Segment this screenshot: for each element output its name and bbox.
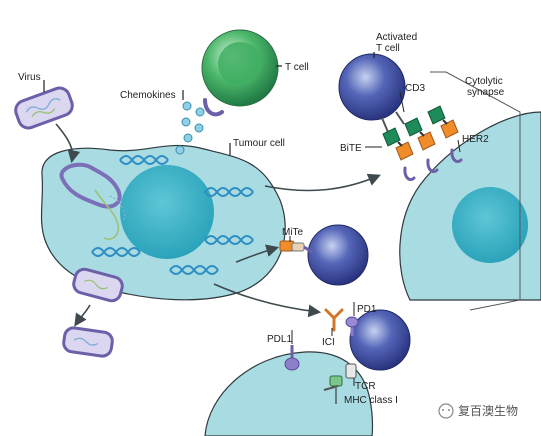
ici-pathway-arrow bbox=[213, 283, 322, 318]
chemokine-receptor bbox=[203, 98, 224, 117]
chemokines-label: Chemokines bbox=[120, 90, 176, 101]
dna-helix bbox=[204, 187, 254, 197]
t-cell-label: T cell bbox=[285, 62, 309, 73]
tcr-receptor bbox=[345, 363, 357, 379]
watermark: 复百澳生物 bbox=[438, 403, 518, 419]
dna-helix bbox=[91, 247, 141, 257]
cd3-label: CD3 bbox=[405, 83, 425, 94]
bottom-tumour-cell bbox=[204, 351, 374, 436]
pdl1-ligand bbox=[284, 345, 300, 371]
watermark-text: 复百澳生物 bbox=[458, 404, 518, 418]
dna-helix bbox=[119, 155, 169, 165]
pd1-receptor bbox=[345, 316, 359, 336]
released-virus-particle bbox=[72, 267, 124, 303]
wechat-icon bbox=[438, 403, 454, 419]
cd3-label-line bbox=[399, 91, 405, 113]
virus-release-arrow bbox=[74, 304, 91, 327]
virus-label: Virus bbox=[18, 72, 41, 83]
ici-label: ICI bbox=[322, 337, 335, 348]
bite-molecule bbox=[427, 105, 459, 139]
chemokine-dots bbox=[175, 101, 205, 155]
activated-t-cell-label-line1: Activated bbox=[376, 32, 417, 43]
bite-pathway-arrow bbox=[264, 173, 381, 192]
mite-pathway-arrow bbox=[235, 244, 280, 263]
cytolytic-synapse-label-line2: synapse bbox=[467, 87, 505, 98]
target-tumour-nucleus bbox=[452, 187, 528, 263]
ici-t-cell bbox=[349, 309, 411, 371]
released-virus-particle bbox=[62, 326, 114, 358]
mhc-class-i-label: MHC class I bbox=[344, 395, 398, 406]
dna-helix bbox=[204, 235, 254, 245]
activated-t-cell-label-line2: T cell bbox=[376, 43, 400, 54]
pdl1-label: PDL1 bbox=[267, 334, 292, 345]
her2-label-line bbox=[457, 139, 461, 153]
tumour-cell-label: Tumour cell bbox=[233, 138, 285, 149]
tcr-label: TCR bbox=[355, 381, 376, 392]
cytolytic-synapse-bracket bbox=[430, 71, 521, 311]
dna-helix bbox=[169, 265, 219, 275]
ici-antibody bbox=[324, 308, 344, 332]
her2-label: HER2 bbox=[462, 134, 489, 145]
cd3-receptor bbox=[381, 111, 405, 133]
mite-label: MiTe bbox=[282, 227, 304, 238]
viral-genome-strand bbox=[94, 189, 120, 240]
cytolytic-synapse-label-line1: Cytolytic bbox=[465, 76, 503, 87]
pd1-label: PD1 bbox=[357, 304, 377, 315]
bite-molecule bbox=[404, 117, 436, 151]
mite-molecule bbox=[279, 240, 313, 254]
activated-t-cell bbox=[338, 53, 406, 121]
t-cell-nucleus bbox=[218, 42, 262, 86]
virus-particle bbox=[14, 86, 74, 130]
dna-helices bbox=[91, 155, 254, 275]
virus-entry-arrow bbox=[55, 123, 81, 164]
bite-label: BiTE bbox=[340, 143, 362, 154]
bite-molecule bbox=[382, 127, 414, 161]
her2-receptor bbox=[403, 148, 463, 182]
main-tumour-nucleus bbox=[120, 165, 214, 259]
mite-t-cell bbox=[307, 224, 369, 286]
mhc-class-i bbox=[323, 375, 343, 391]
virus-in-cell bbox=[59, 162, 122, 209]
